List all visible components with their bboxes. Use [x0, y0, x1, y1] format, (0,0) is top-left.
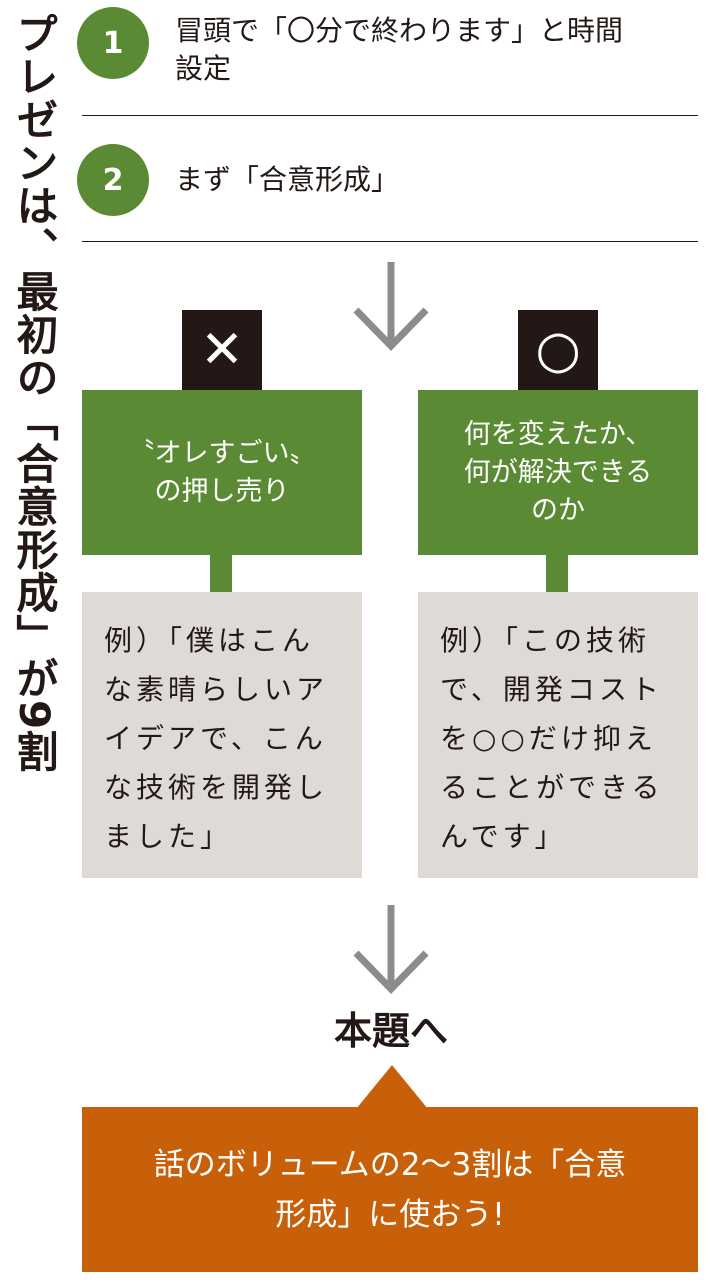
conclusion-text: 話のボリュームの2〜3割は「合意形成」に使おう!: [153, 1146, 627, 1233]
circle-mark-icon: ○: [518, 310, 598, 390]
step-1-text: 冒頭で「〇分で終わります」と時間設定: [175, 14, 624, 85]
bad-heading-box: 〝オレすごい〟の押し売り: [82, 390, 362, 555]
cross-mark-icon: ✕: [182, 310, 262, 390]
divider: [82, 241, 698, 242]
divider: [82, 115, 698, 116]
bad-example-box: 例）「僕はこんな素晴らしいアイデアで、こんな技術を開発しました」: [82, 592, 362, 878]
vertical-title: プレゼンは、最初の「合意形成」が9割: [10, 12, 59, 774]
callout-pointer: [356, 1065, 428, 1109]
bad-heading: 〝オレすごい〟の押し売り: [127, 437, 317, 507]
connector: [546, 555, 568, 593]
good-example-box: 例）「この技術で、開発コストを○○だけ抑えることができるんです」: [418, 592, 698, 878]
good-heading-box: 何を変えたか、何が解決できるのか: [418, 390, 698, 555]
down-arrow-icon: [353, 262, 429, 352]
step-2-text: まず「合意形成」: [175, 163, 400, 196]
bad-example: 例）「僕はこんな素晴らしいアイデアで、こんな技術を開発しました」: [104, 624, 329, 853]
good-example: 例）「この技術で、開発コストを○○だけ抑えることができるんです」: [440, 624, 664, 853]
down-arrow-icon: [353, 905, 429, 995]
connector: [210, 555, 232, 593]
main-topic-label: 本題へ: [333, 1009, 448, 1053]
step-2-badge: 2: [77, 144, 149, 216]
step-1-badge: 1: [77, 7, 149, 79]
conclusion-box: 話のボリュームの2〜3割は「合意形成」に使おう!: [82, 1107, 698, 1272]
good-heading: 何を変えたか、何が解決できるのか: [463, 418, 653, 526]
